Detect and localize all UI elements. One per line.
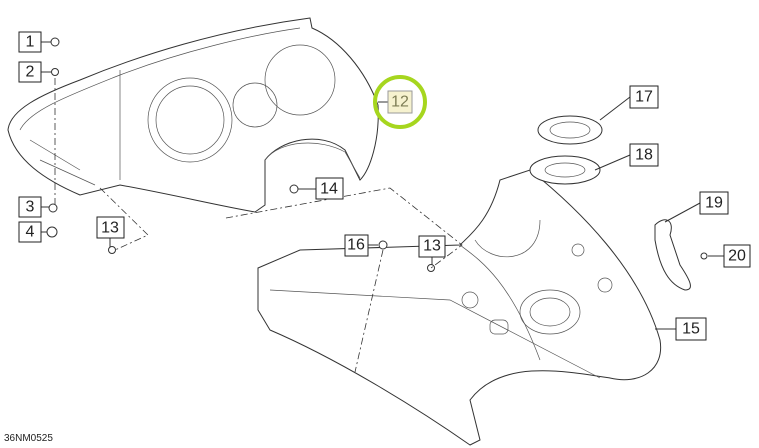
callout-13-right[interactable]: 13 [418, 235, 446, 258]
callout-label: 17 [635, 89, 653, 106]
washer-ring-18 [529, 155, 601, 185]
callout-15[interactable]: 15 [675, 317, 707, 341]
highlight-ring [373, 75, 427, 129]
seal-ring-17 [537, 115, 603, 145]
callout-1[interactable]: 1 [18, 31, 42, 53]
callout-3[interactable]: 3 [18, 196, 42, 218]
callout-label: 14 [320, 181, 338, 198]
callout-label: 4 [26, 224, 35, 241]
callout-label: 19 [705, 195, 723, 212]
callout-label: 12 [391, 94, 409, 111]
hardware [46, 37, 708, 272]
callout-label: 18 [635, 147, 653, 164]
upper-belt-shield [7, 17, 379, 213]
callout-label: 15 [682, 321, 700, 338]
callout-4[interactable]: 4 [18, 221, 42, 243]
lower-deck-shield [257, 169, 662, 446]
callout-2[interactable]: 2 [18, 61, 42, 83]
callout-12[interactable]: 12 [387, 90, 413, 114]
callout-label: 13 [423, 238, 441, 255]
callout-label: 2 [26, 64, 35, 81]
diagram-code: 36NM0525 [4, 433, 53, 444]
callout-18[interactable]: 18 [629, 143, 659, 167]
callout-label: 13 [101, 220, 119, 237]
callout-16[interactable]: 16 [344, 234, 369, 257]
bracket-19 [654, 219, 691, 291]
callout-label: 20 [728, 248, 746, 265]
callout-14[interactable]: 14 [315, 177, 344, 200]
callout-label: 1 [26, 34, 35, 51]
callout-label: 16 [347, 237, 365, 254]
callout-13-left[interactable]: 13 [96, 216, 125, 239]
callout-20[interactable]: 20 [723, 244, 751, 268]
callout-label: 3 [26, 199, 35, 216]
callout-17[interactable]: 17 [629, 85, 659, 109]
callout-19[interactable]: 19 [699, 191, 729, 215]
